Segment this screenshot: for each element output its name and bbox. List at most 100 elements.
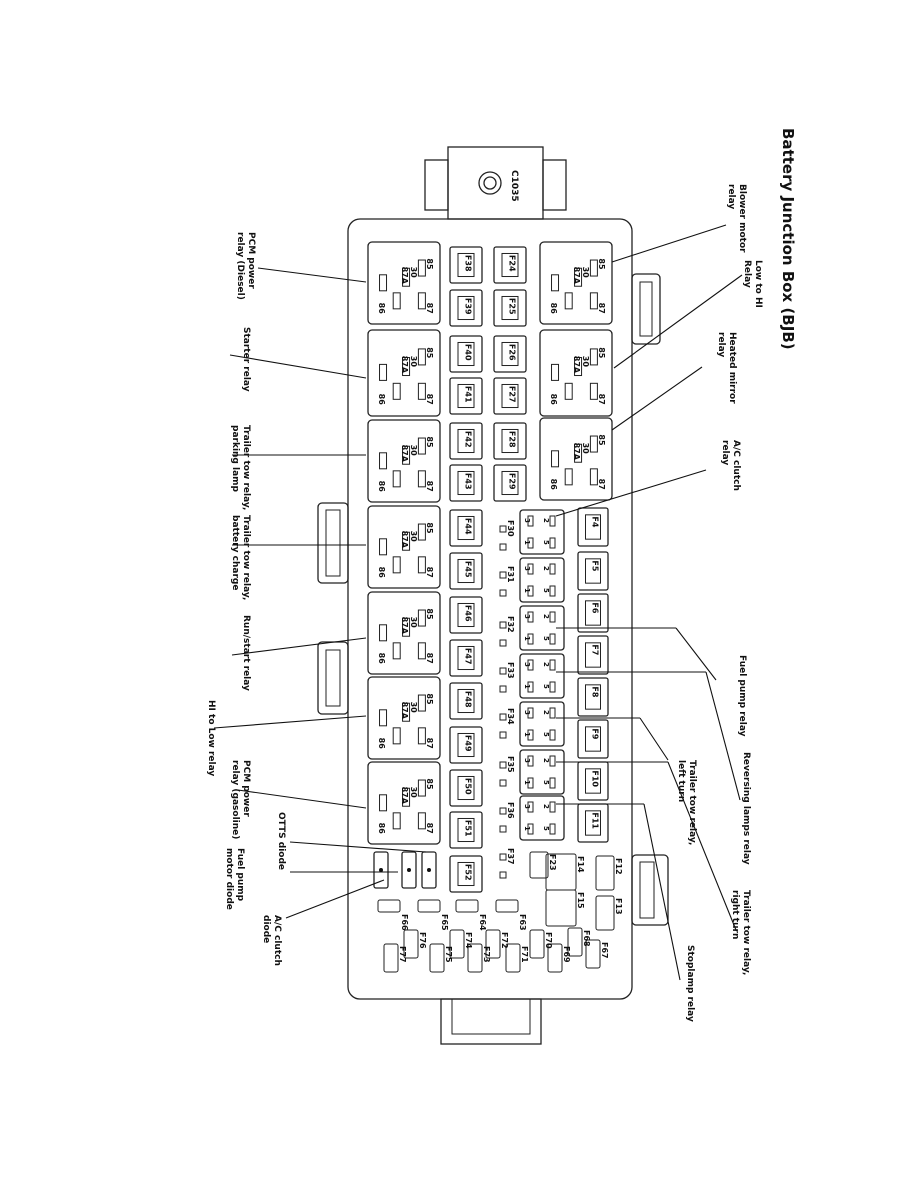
fuse-label: F40 bbox=[463, 344, 472, 361]
mini-pin-label: 5 bbox=[542, 780, 550, 785]
label-fuel-diode: motor diode bbox=[224, 848, 234, 910]
fuse-label: F45 bbox=[463, 561, 472, 578]
label-heated: relay bbox=[716, 332, 726, 357]
leader-line bbox=[257, 267, 367, 283]
fuse-label: F49 bbox=[463, 735, 472, 752]
mini-pin-label: 2 bbox=[542, 518, 550, 523]
mini-pin-label: 5 bbox=[542, 636, 550, 641]
pin-87-label: 87 bbox=[425, 653, 434, 664]
label-trailer-right: right turn bbox=[730, 890, 740, 939]
side-clips bbox=[317, 273, 669, 926]
fuse-label: F46 bbox=[463, 605, 472, 622]
pin-85-label: 85 bbox=[425, 608, 434, 620]
fuse-label: F75 bbox=[444, 946, 453, 963]
fuse-label: F41 bbox=[463, 386, 472, 403]
label-trailer-right: Trailer tow relay, bbox=[741, 890, 751, 975]
fuse-label: F31 bbox=[506, 566, 515, 583]
label-trailer-left: Trailer tow relay, bbox=[687, 760, 697, 845]
pin-87-label: 87 bbox=[425, 303, 434, 314]
label-low-hi: Relay bbox=[742, 260, 752, 288]
fuse-label: F14 bbox=[576, 856, 585, 873]
mini-pin-label: 2 bbox=[542, 758, 550, 763]
label-blower: relay bbox=[726, 184, 736, 209]
label-ac-diode: diode bbox=[261, 915, 271, 943]
pin-87a-label: 87A bbox=[400, 531, 409, 549]
fuse-f36: F36 bbox=[499, 802, 515, 833]
mini-pin-label: 3 bbox=[523, 518, 531, 523]
leader-line bbox=[237, 789, 367, 809]
fuse-label: F48 bbox=[463, 691, 472, 708]
label-trailer-park: Trailer tow relay, bbox=[241, 425, 251, 510]
fuse-f47: F47 bbox=[449, 639, 483, 677]
mini-pin-label: 2 bbox=[542, 710, 550, 715]
mini-pin-label: 5 bbox=[542, 588, 550, 593]
leader-lines bbox=[213, 224, 743, 981]
label-pcm-gas: PCM power bbox=[241, 760, 251, 817]
fuse-f75: F75 bbox=[429, 943, 453, 973]
fuse-f30: F30 bbox=[499, 520, 515, 551]
fuse-f15: F15 bbox=[545, 889, 585, 927]
fuse-label: F11 bbox=[590, 812, 599, 829]
fuse-f44: F44 bbox=[449, 509, 483, 547]
fuse-f77: F77 bbox=[383, 943, 407, 973]
leader-line bbox=[611, 366, 703, 431]
fuse-label: F43 bbox=[463, 473, 472, 490]
fuse-label: F65 bbox=[440, 914, 449, 931]
fuse-label: F34 bbox=[506, 708, 515, 725]
mini-pin-label: 5 bbox=[542, 732, 550, 737]
leader-line bbox=[229, 354, 367, 379]
fuse-f7: F7 bbox=[577, 635, 609, 675]
pin-86-label: 86 bbox=[549, 303, 558, 315]
leader-line bbox=[675, 627, 717, 681]
fuse-label: F42 bbox=[463, 431, 472, 448]
pin-85-label: 85 bbox=[425, 778, 434, 790]
fuse-f33: F33 bbox=[499, 662, 515, 693]
pin-30-label: 30 bbox=[581, 356, 590, 368]
fuse-f40: F40 bbox=[449, 335, 483, 373]
mini-pin-label: 2 bbox=[542, 614, 550, 619]
fuse-f67: F67 bbox=[585, 939, 609, 969]
fuse-f41: F41 bbox=[449, 377, 483, 415]
fuse-f23: F23 bbox=[529, 851, 557, 879]
pin-30-label: 30 bbox=[409, 617, 418, 629]
fuse-label: F5 bbox=[590, 560, 599, 571]
leader-line bbox=[213, 715, 367, 729]
mini-pin-label: 1 bbox=[523, 684, 531, 689]
fuse-label: F66 bbox=[400, 914, 409, 931]
fuse-label: F47 bbox=[463, 648, 472, 665]
label-fuel-diode: Fuel pump bbox=[235, 848, 245, 902]
pin-87a-label: 87A bbox=[400, 617, 409, 635]
fuse-f42: F42 bbox=[449, 422, 483, 460]
fuse-f72: F72 bbox=[485, 929, 509, 959]
fuse-label: F73 bbox=[482, 946, 491, 963]
pin-85-label: 85 bbox=[425, 258, 434, 270]
fuse-f50: F50 bbox=[449, 769, 483, 807]
pin-85-label: 85 bbox=[425, 693, 434, 705]
label-run-start: Run/start relay bbox=[241, 615, 251, 691]
mini-pin-label: 1 bbox=[523, 540, 531, 545]
fuse-f39: F39 bbox=[449, 289, 483, 327]
fuse-label: F33 bbox=[506, 662, 515, 679]
pin-30-label: 30 bbox=[409, 445, 418, 457]
pin-85-label: 85 bbox=[597, 258, 606, 270]
fuse-label: F76 bbox=[418, 932, 427, 949]
fuse-f24: F24 bbox=[493, 246, 527, 284]
fuse-f9: F9 bbox=[577, 719, 609, 759]
label-stoplamp: Stoplamp relay bbox=[685, 945, 695, 1022]
fuse-label: F67 bbox=[600, 942, 609, 959]
fuse-f8: F8 bbox=[577, 677, 609, 717]
fuse-f12: F12 bbox=[595, 855, 623, 891]
pin-87-label: 87 bbox=[597, 394, 606, 405]
otts-diode bbox=[373, 851, 389, 889]
fuse-f70: F70 bbox=[529, 929, 553, 959]
bottom-connector bbox=[440, 998, 542, 1045]
fuse-label: F25 bbox=[507, 298, 516, 315]
pin-86-label: 86 bbox=[377, 481, 386, 493]
fuse-label: F77 bbox=[398, 946, 407, 963]
fuse-f49: F49 bbox=[449, 726, 483, 764]
label-hi-low: HI to Low relay bbox=[206, 700, 216, 776]
